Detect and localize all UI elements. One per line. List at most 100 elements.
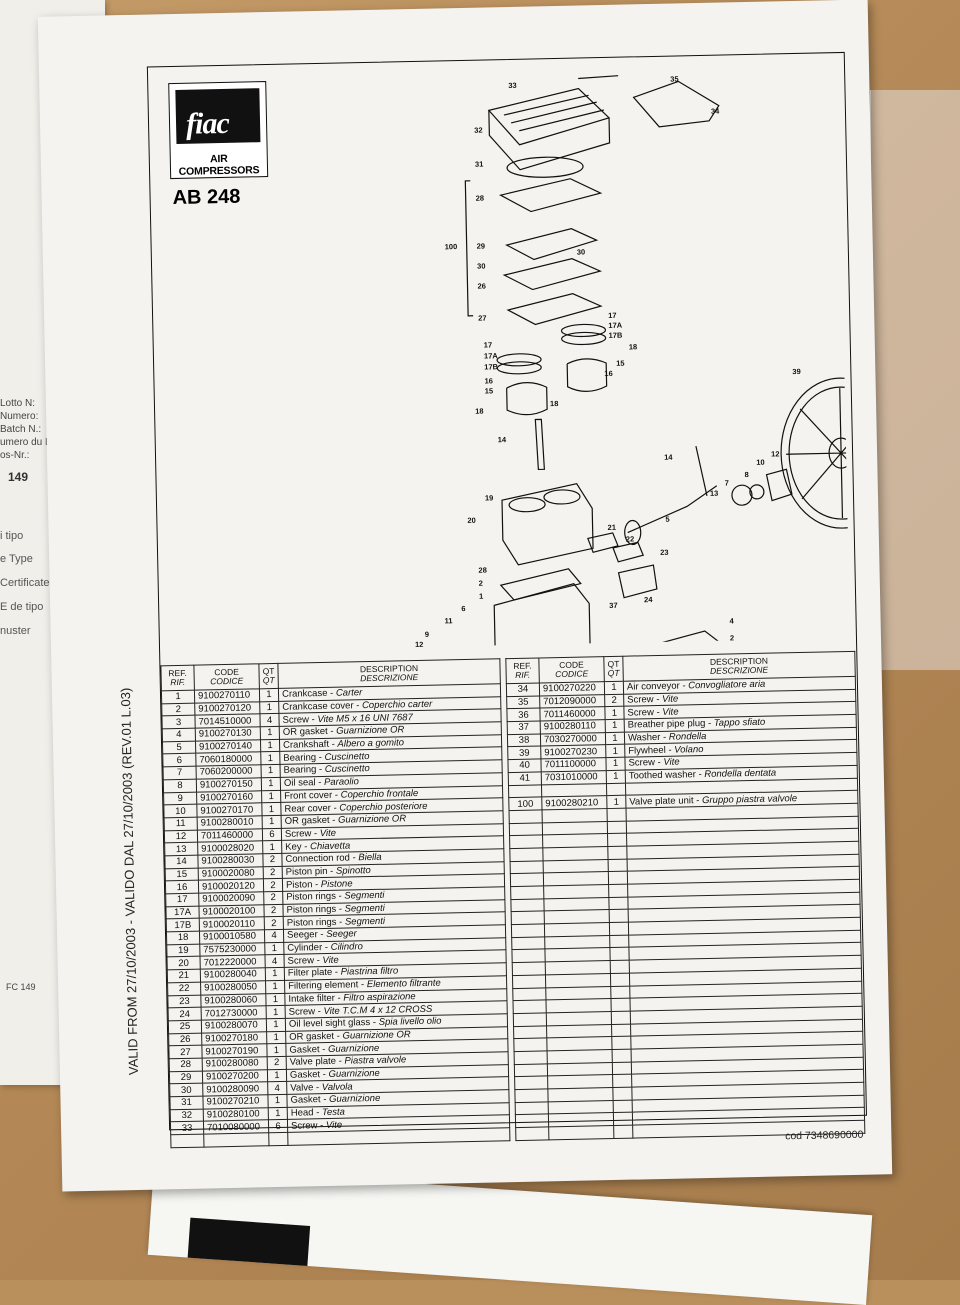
part-ref bbox=[514, 1088, 549, 1103]
part-ref bbox=[513, 1012, 547, 1027]
part-description-it: Coperchio frontale bbox=[340, 787, 419, 801]
part-description-it: Coperchio carter bbox=[361, 698, 433, 712]
cylinder-bore bbox=[508, 497, 546, 513]
part-ref bbox=[510, 860, 544, 874]
part-description-it: Spinotto bbox=[335, 865, 371, 877]
bearing-7 bbox=[731, 484, 753, 506]
part-code: 9100020120 bbox=[198, 879, 264, 894]
type-label: nuster bbox=[0, 625, 31, 637]
part-qty: 1 bbox=[265, 967, 285, 981]
part-code: 9100280030 bbox=[197, 853, 264, 868]
part-ref: 29 bbox=[169, 1070, 203, 1085]
part-code: 9100280040 bbox=[200, 967, 266, 982]
part-description-it: Seeger bbox=[326, 928, 357, 941]
part-description-it: Convogliatore aria bbox=[688, 679, 766, 692]
cylinder-bore bbox=[543, 489, 581, 505]
part-label: 2 bbox=[730, 633, 734, 642]
part-ref: 5 bbox=[162, 740, 196, 755]
part-qty: 1 bbox=[265, 980, 285, 994]
part-ref: 33 bbox=[170, 1121, 204, 1135]
piston-ring bbox=[561, 331, 607, 346]
part-code: 7012090000 bbox=[539, 694, 605, 709]
part-code: 9100280100 bbox=[203, 1107, 269, 1122]
part-label: 6 bbox=[461, 604, 465, 613]
part-qty bbox=[612, 1074, 632, 1088]
part-description-it: Pistone bbox=[320, 878, 353, 890]
part-code: 9100270120 bbox=[194, 701, 260, 716]
part-ref: 40 bbox=[507, 759, 542, 773]
part-description-en: Screw bbox=[627, 706, 655, 719]
part-description-it: Valvola bbox=[321, 1081, 353, 1093]
part-description-it: Guarnizione bbox=[328, 1093, 381, 1106]
part-code: 9100270110 bbox=[194, 688, 260, 703]
part-description-en: Screw bbox=[284, 828, 312, 840]
part-qty bbox=[607, 846, 628, 860]
part-ref bbox=[510, 898, 545, 912]
part-qty: 1 bbox=[267, 1094, 288, 1108]
part-ref bbox=[509, 822, 543, 836]
part-ref bbox=[511, 936, 545, 951]
part-description-en: Piston bbox=[285, 878, 313, 891]
part-description-en: Cylinder bbox=[287, 942, 323, 954]
part-ref bbox=[510, 885, 544, 900]
part-description-en: Intake filter bbox=[288, 992, 335, 1005]
part-qty: 1 bbox=[262, 840, 282, 854]
crankshaft-journal bbox=[624, 519, 642, 546]
part-code: 9100270170 bbox=[196, 802, 263, 818]
part-description-it: Albero a gomito bbox=[337, 737, 405, 750]
part-ref: 41 bbox=[508, 771, 542, 786]
plastic-bag bbox=[870, 90, 960, 670]
part-description-it: Tappo sfiato bbox=[713, 717, 766, 730]
part-qty bbox=[606, 782, 626, 796]
part-code: 9100280090 bbox=[202, 1082, 268, 1097]
part-qty bbox=[609, 922, 629, 936]
part-description-it: Rondella dentata bbox=[704, 767, 777, 781]
part-description-it: Testa bbox=[321, 1106, 345, 1119]
connection-rod-14 bbox=[695, 446, 708, 497]
part-code bbox=[203, 1132, 269, 1147]
parts-list-sheet: fiac AIR COMPRESSORS AB 248 bbox=[37, 0, 893, 1192]
part-description-en: Flywheel bbox=[628, 744, 666, 757]
part-code: 7060180000 bbox=[195, 752, 262, 767]
part-qty: 1 bbox=[605, 719, 625, 733]
part-ref: 2 bbox=[161, 702, 195, 717]
part-description-it: Piastra valvole bbox=[344, 1054, 407, 1067]
part-code: 9100020080 bbox=[198, 866, 264, 881]
part-qty bbox=[612, 1061, 632, 1075]
gasket-31 bbox=[506, 156, 584, 178]
part-qty bbox=[611, 1036, 632, 1050]
part-qty: 2 bbox=[263, 866, 283, 880]
part-ref: 11 bbox=[164, 817, 198, 831]
cover-plate-2 bbox=[643, 630, 732, 650]
part-qty: 1 bbox=[605, 731, 625, 746]
part-ref bbox=[508, 784, 542, 798]
part-label: 14 bbox=[498, 435, 507, 444]
part-description-en: Filtering element bbox=[288, 979, 359, 992]
part-description-it: Vite M5 x 16 UNI 7687 bbox=[317, 711, 413, 725]
part-qty bbox=[609, 947, 630, 961]
document-code: cod 7348690000 bbox=[785, 1128, 864, 1143]
part-code: 9100270190 bbox=[201, 1043, 268, 1059]
part-ref: 4 bbox=[162, 728, 196, 742]
part-ref: 23 bbox=[167, 994, 202, 1008]
part-qty: 1 bbox=[260, 751, 280, 765]
part-qty: 4 bbox=[267, 1081, 287, 1095]
part-qty bbox=[268, 1132, 288, 1146]
part-code: 9100280110 bbox=[540, 719, 606, 734]
part-label: 18 bbox=[550, 399, 559, 408]
lot-label: os-Nr.: bbox=[0, 450, 30, 461]
part-ref bbox=[513, 1025, 547, 1039]
part-ref: 9 bbox=[163, 791, 197, 806]
part-qty: 1 bbox=[268, 1107, 288, 1121]
part-qty bbox=[613, 1099, 633, 1113]
part-code bbox=[548, 1125, 614, 1140]
part-code: 9100020090 bbox=[198, 891, 264, 906]
part-label: 17A bbox=[608, 321, 623, 330]
booklet-logo bbox=[187, 1217, 311, 1266]
part-label: 16 bbox=[604, 369, 613, 378]
part-code: 7060200000 bbox=[196, 764, 262, 779]
part-qty bbox=[610, 960, 630, 974]
part-ref: 21 bbox=[167, 969, 201, 983]
